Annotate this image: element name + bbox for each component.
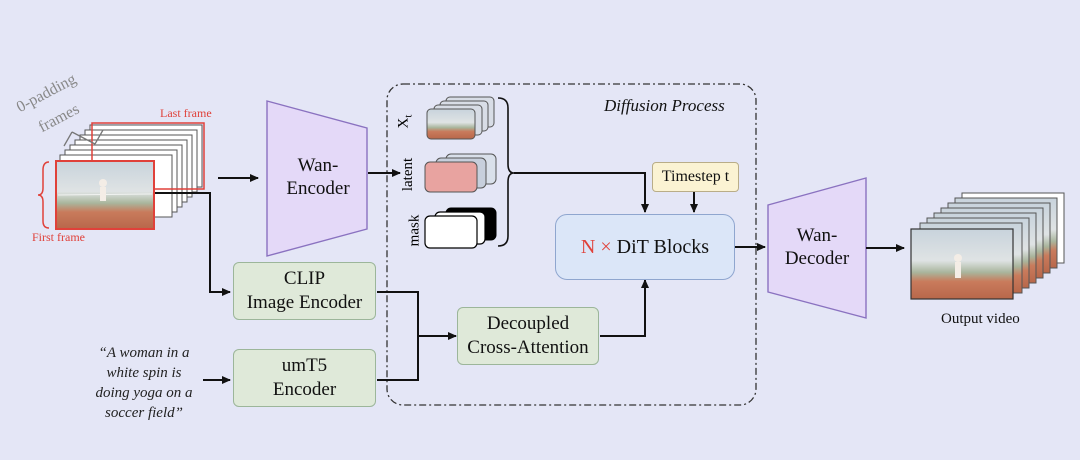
last-frame-label: Last frame [160,106,212,120]
first-frame-brace [37,161,50,229]
timestep-label: Timestep t [661,168,730,185]
wan-decoder-line1: Wan- [796,225,838,247]
umt5-line1: umT5 [281,355,328,377]
latent-group-brace [497,97,515,247]
text-prompt: “A woman in a white spin is doing yoga o… [88,343,200,423]
arrow-latent-to-dit [514,172,649,213]
decoupled-line2: Cross-Attention [467,337,589,358]
clip-line2: Image Encoder [246,292,363,313]
timestep-box: Timestep t [652,162,739,192]
dit-n: N [580,235,596,258]
xt-label: Xt [395,115,414,129]
output-video-stack [910,192,1065,300]
wan-decoder-shape [767,177,867,319]
decoupled-line1: Decoupled [486,313,570,335]
wan-encoder-line1: Wan- [297,155,339,177]
output-video-label: Output video [941,311,1020,327]
diffusion-region [386,83,757,406]
dit-times: × [600,235,612,258]
clip-encoder-box: CLIP Image Encoder [233,262,376,320]
mask-label: mask [406,214,423,247]
prompt-line3: doing yoga on a [95,385,193,401]
xt-stack [426,96,495,140]
arrow-attention-to-dit [600,279,649,337]
arrow-input-to-clip [155,192,231,296]
prompt-line4: soccer field” [105,405,183,421]
wan-decoder-label: Wan- Decoder [785,225,849,271]
prompt-line1: “A woman in a [98,345,190,361]
umt5-line2: Encoder [272,379,337,400]
decoupled-attention-box: Decoupled Cross-Attention [457,307,599,365]
wan-encoder-label: Wan- Encoder [286,155,349,201]
wan-decoder-line2: Decoder [784,248,850,269]
wan-encoder-line2: Encoder [286,178,350,199]
padding-brace [63,129,104,147]
latent-stack [424,153,497,193]
prompt-line2: white spin is [106,365,182,381]
dit-rest: DiT Blocks [616,235,710,258]
arrow-umt5-to-attention [377,336,419,381]
dit-blocks-box: N × DiT Blocks [555,214,735,280]
umt5-encoder-box: umT5 Encoder [233,349,376,407]
clip-line1: CLIP [283,268,326,290]
first-frame-label: First frame [32,230,85,244]
xt-label-base: X [395,117,412,129]
arrow-clip-to-attention [377,291,457,340]
first-frame-image [55,160,155,230]
mask-stack [424,207,497,249]
latent-label: latent [400,157,417,192]
xt-label-sub: t [402,114,415,118]
wan-encoder-shape [266,100,368,257]
diffusion-title: Diffusion Process [604,96,725,115]
